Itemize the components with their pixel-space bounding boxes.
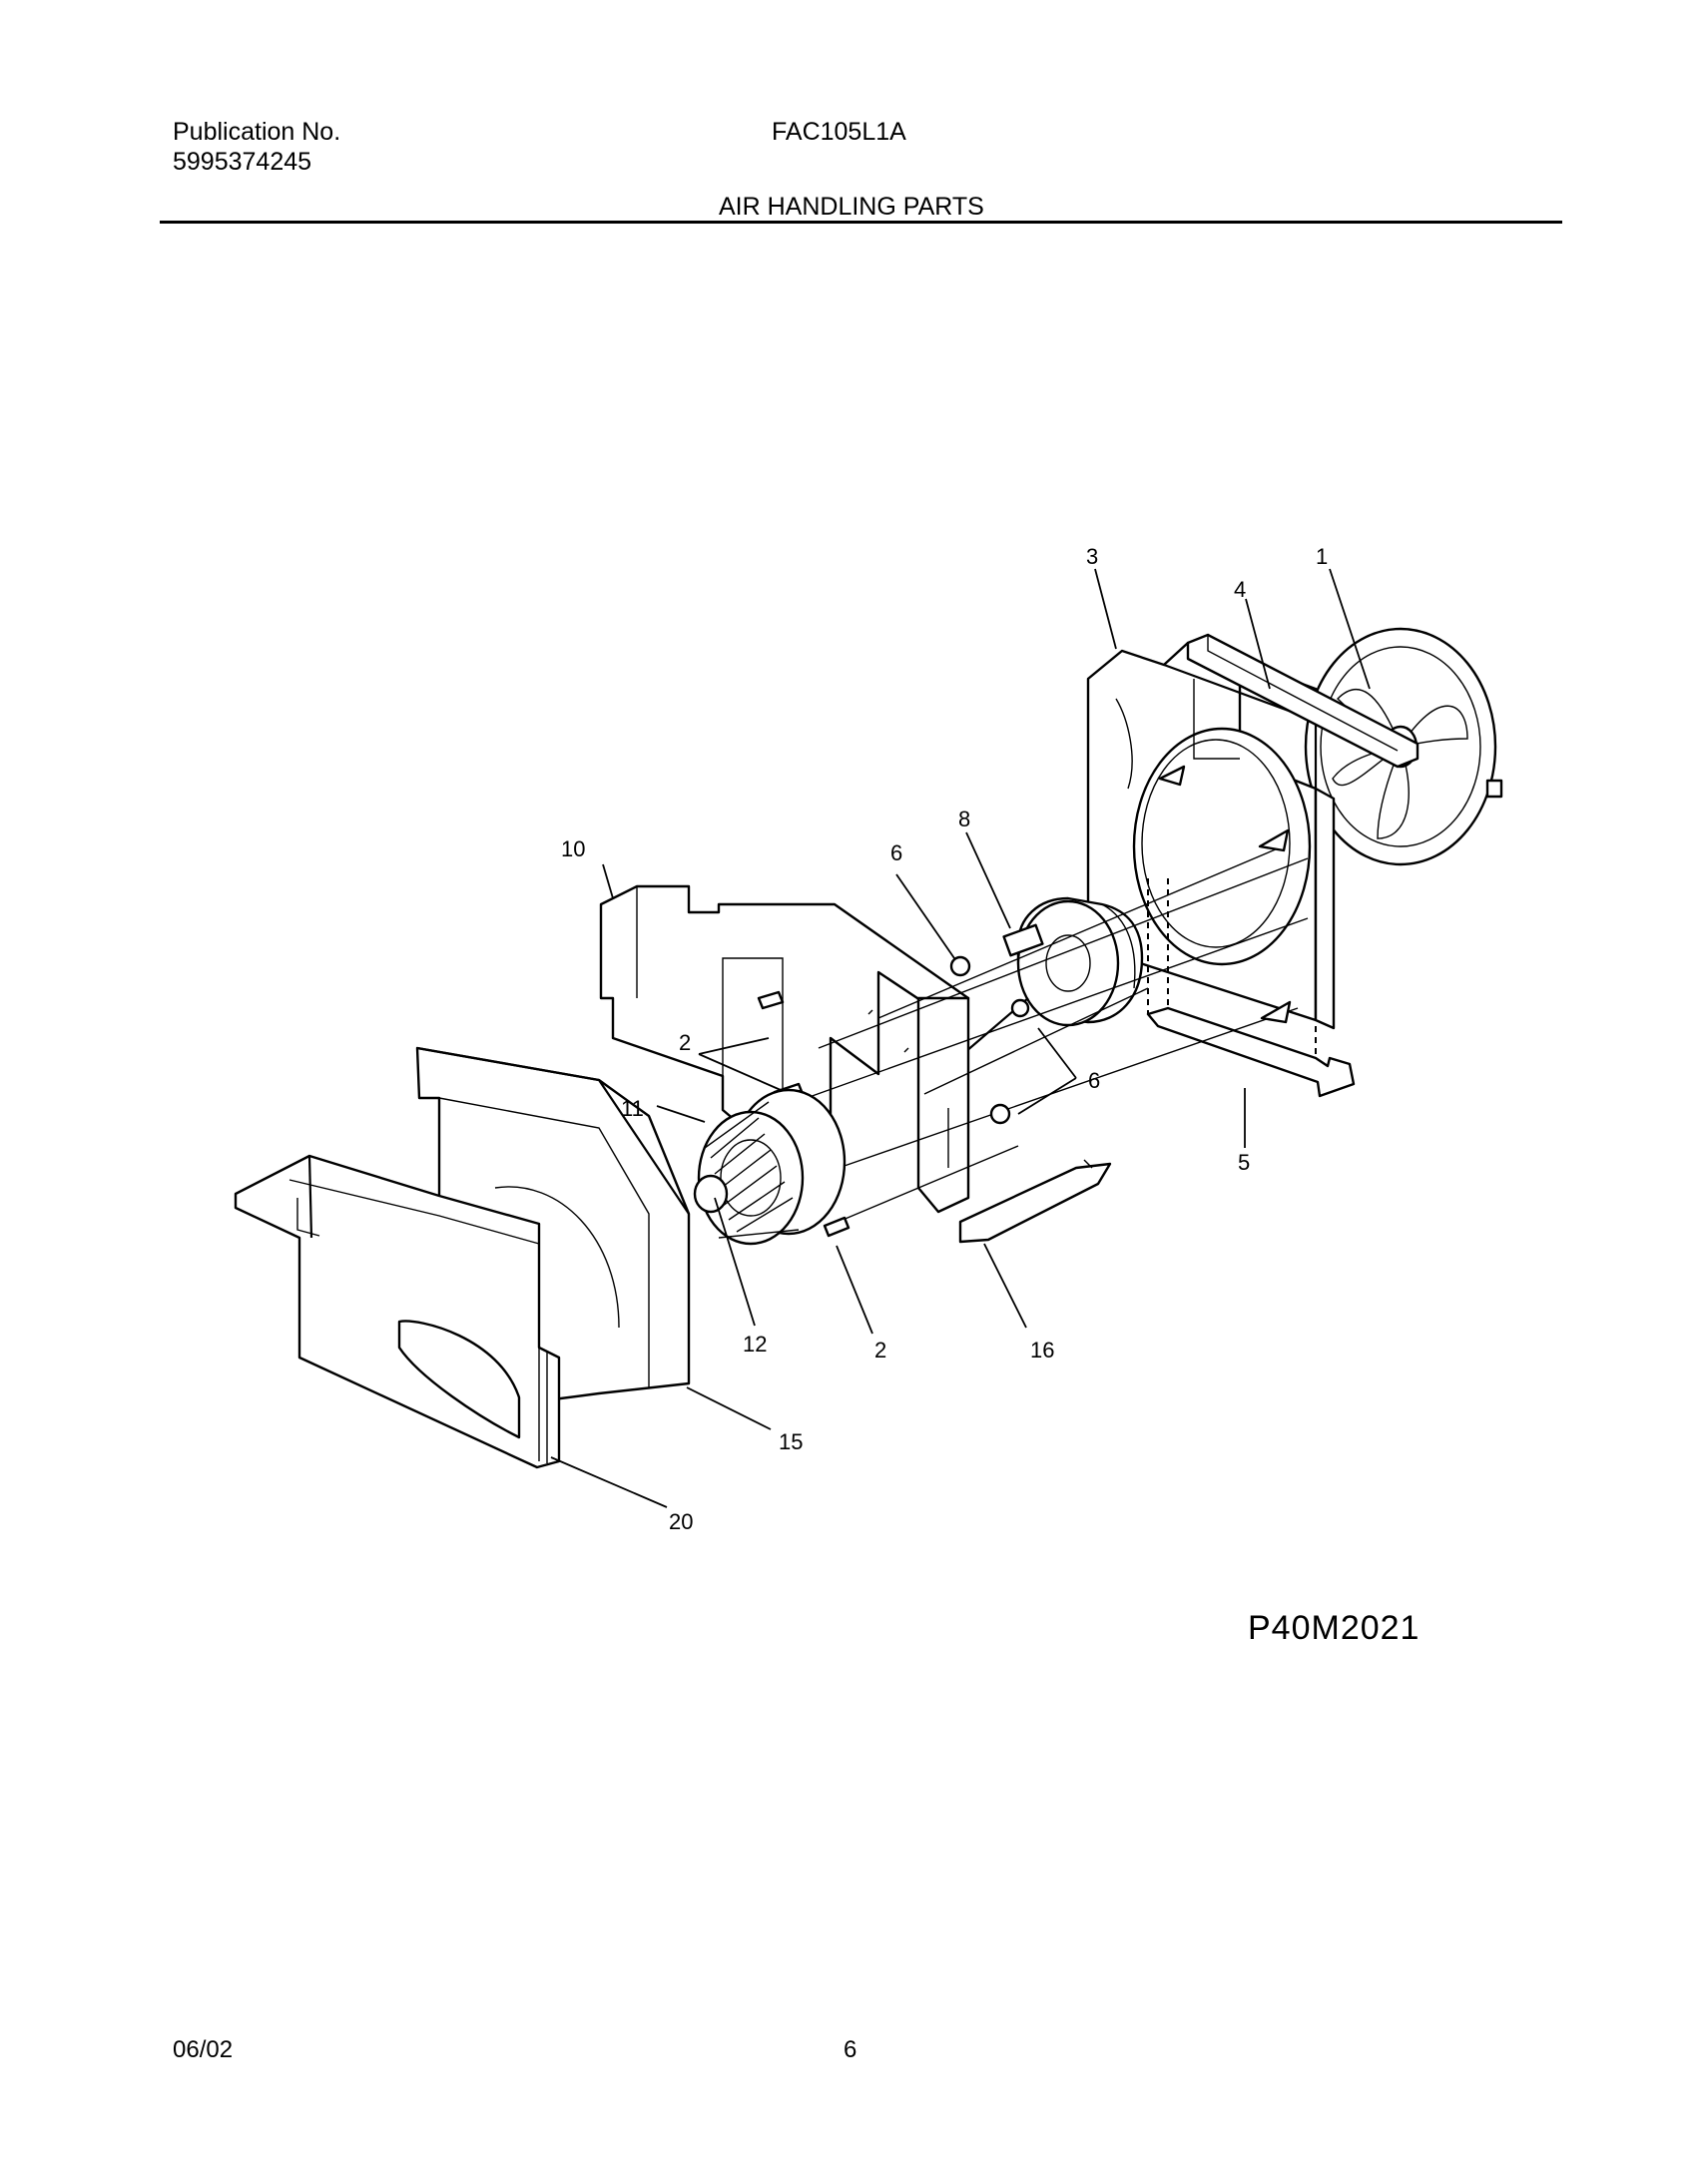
callout-12: 12 xyxy=(743,1332,767,1357)
callout-6a: 6 xyxy=(890,840,902,865)
callout-6b: 6 xyxy=(1088,1068,1100,1093)
section-title: AIR HANDLING PARTS xyxy=(719,193,984,221)
blower-wheel xyxy=(693,1088,847,1246)
callout-11: 11 xyxy=(621,1096,644,1121)
callout-1: 1 xyxy=(1316,544,1328,569)
nuts xyxy=(949,765,1292,1125)
callout-15: 15 xyxy=(779,1429,803,1454)
callout-5: 5 xyxy=(1238,1150,1250,1175)
publication-label: Publication No. xyxy=(173,118,341,146)
leader-lines xyxy=(550,568,1371,1508)
air-inlet-panel xyxy=(234,1154,561,1469)
callout-2a: 2 xyxy=(679,1030,691,1055)
diagram-code: P40M2021 xyxy=(1248,1609,1421,1647)
callouts: 1 2 2 3 4 5 6 6 8 10 11 12 15 16 20 xyxy=(561,544,1328,1534)
callout-2b: 2 xyxy=(874,1338,886,1363)
callout-16: 16 xyxy=(1030,1338,1054,1363)
assembly-lines xyxy=(778,847,1309,1227)
callout-8: 8 xyxy=(958,807,970,831)
page-number: 6 xyxy=(844,2036,857,2063)
callout-3: 3 xyxy=(1086,544,1098,569)
page-date: 06/02 xyxy=(173,2036,234,2063)
drain-bracket xyxy=(958,1159,1112,1244)
callout-10: 10 xyxy=(561,836,585,861)
header-rule xyxy=(160,221,1562,224)
publication-number: 5995374245 xyxy=(173,148,312,176)
shroud-bracket xyxy=(1186,633,1420,769)
model-number: FAC105L1A xyxy=(772,118,906,146)
mounting-panel xyxy=(599,884,970,1214)
motor-mount-bracket xyxy=(1146,878,1356,1098)
callout-20: 20 xyxy=(669,1509,693,1534)
callout-4: 4 xyxy=(1234,577,1246,602)
fan-motor xyxy=(957,896,1144,1059)
